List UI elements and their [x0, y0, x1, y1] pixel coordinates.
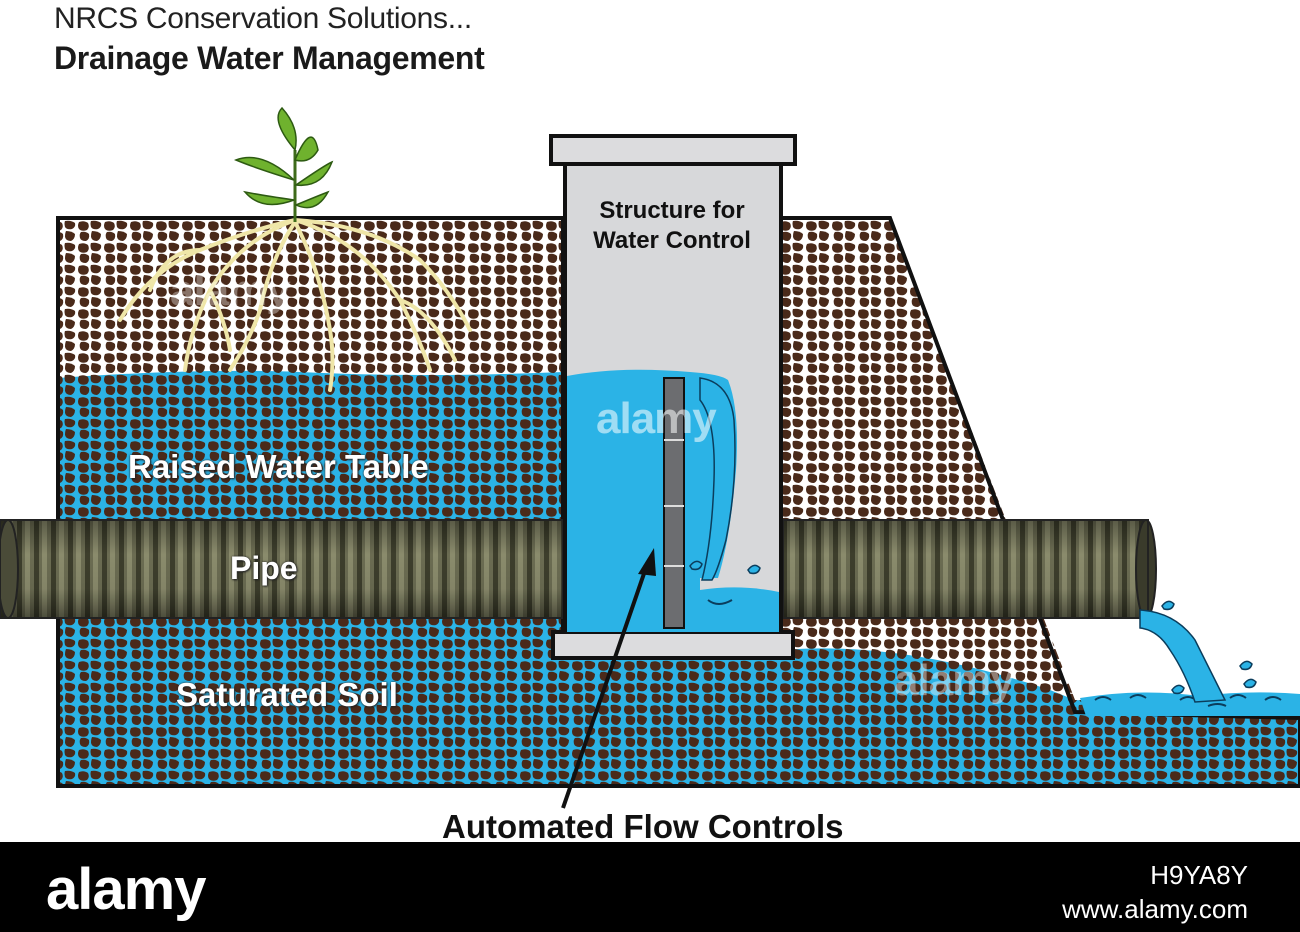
structure-label-line1: Structure for — [599, 197, 745, 224]
leaf-icon — [233, 106, 334, 222]
outlet-stream — [1139, 600, 1257, 703]
footer-bar: alamy H9YA8Y www.alamy.com — [0, 842, 1300, 932]
arrow-to-flow-controls — [561, 548, 656, 809]
structure-label-line2: Water Control — [593, 227, 751, 254]
footer-image-id: H9YA8Y — [1150, 860, 1248, 890]
flow-control-boards — [663, 377, 685, 629]
raised-water-table-label: Raised Water Table — [128, 448, 429, 485]
wet-soil-right — [783, 648, 1300, 786]
pipe-right — [782, 519, 1157, 619]
watermark-left: alamy — [170, 266, 291, 315]
header-title: Drainage Water Management — [54, 40, 485, 76]
water-control-structure — [549, 134, 797, 660]
watermark-center: alamy — [596, 394, 717, 443]
outlet-pool — [1080, 692, 1300, 716]
pipe-left — [0, 519, 564, 619]
structure-label: Structure for Water Control — [584, 196, 760, 256]
drainage-diagram — [0, 106, 1300, 809]
header-subtitle: NRCS Conservation Solutions... — [54, 2, 472, 35]
footer-url: www.alamy.com — [1062, 894, 1248, 924]
saturated-soil-label: Saturated Soil — [176, 676, 398, 713]
pipe-label: Pipe — [230, 550, 298, 586]
wet-soil-center — [553, 650, 793, 786]
dry-soil-right — [783, 218, 1300, 786]
footer-logo: alamy — [46, 857, 206, 922]
roots — [118, 218, 472, 392]
automated-flow-controls-label: Automated Flow Controls — [442, 808, 844, 845]
watermark-right: alamy — [894, 656, 1015, 705]
plant — [118, 106, 472, 392]
